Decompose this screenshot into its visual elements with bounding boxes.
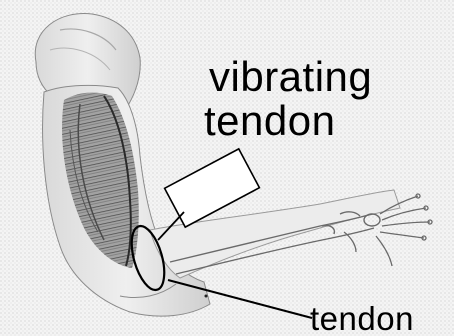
vibrating-tendon-label-line2: tendon xyxy=(204,100,335,142)
elbow-dot xyxy=(205,295,208,298)
tendon-label: tendon xyxy=(310,302,414,335)
vibrating-tendon-label-line1: vibrating xyxy=(209,56,372,98)
